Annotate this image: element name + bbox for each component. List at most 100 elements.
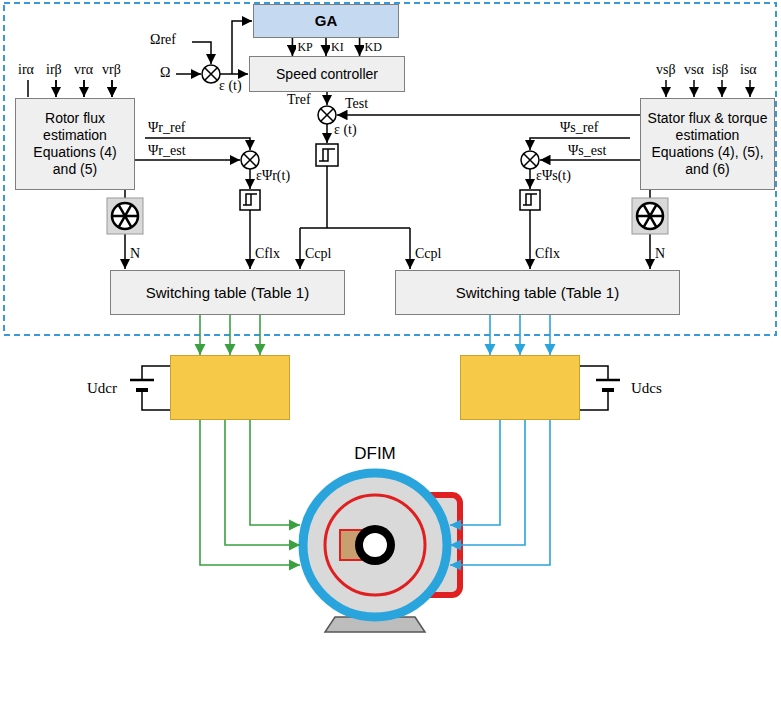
switching-table: Switching table (Table 1) <box>395 270 680 315</box>
signal-label: ε (t) <box>219 78 242 94</box>
signal-wire <box>326 124 328 143</box>
summing-junction <box>205 68 217 80</box>
signal-wire <box>649 234 651 269</box>
gain-label: KI <box>330 40 345 54</box>
signal-label: vsβ <box>656 62 676 78</box>
motor-drawing <box>303 473 447 617</box>
controller-box: Speed controller <box>249 56 405 92</box>
dc-source <box>602 388 614 392</box>
signal-wire <box>749 80 751 97</box>
signal-label: Test <box>345 96 368 112</box>
node-text: GA <box>315 12 338 30</box>
sector-wheel <box>637 203 663 229</box>
signal-wire <box>55 80 57 97</box>
phase-wire <box>549 315 551 355</box>
signal-label: vrα <box>74 62 93 78</box>
node-text: Stator flux & torque estimation Equation… <box>646 110 769 177</box>
phase-wire <box>250 420 300 525</box>
hysteresis-comparator <box>316 144 338 166</box>
gain-label: KD <box>364 40 383 54</box>
connector <box>359 38 361 56</box>
signal-wire <box>249 210 251 269</box>
machine-node: DFIM <box>300 440 450 632</box>
inverter-box: Udcr <box>170 355 290 420</box>
control-region <box>4 3 776 335</box>
signal-label: Ccpl <box>305 246 331 262</box>
switching-table: Switching table (Table 1) <box>110 270 345 315</box>
signal-label: Ψr_ref <box>148 120 186 136</box>
signal-wire <box>111 80 113 97</box>
signal-label: isα <box>740 62 757 78</box>
signal-label: irβ <box>46 62 62 78</box>
hysteresis-comparator <box>240 144 540 210</box>
summing-junction <box>318 106 336 124</box>
signal-wire <box>665 80 667 97</box>
signal-wire <box>529 169 531 189</box>
dc-source <box>130 379 154 382</box>
dc-source <box>136 388 148 392</box>
signal-label: Ψs_est <box>568 143 606 159</box>
connector <box>229 315 231 355</box>
connector <box>519 315 521 355</box>
signal-label: εΨs(t) <box>536 168 571 184</box>
sector-wheel <box>112 203 138 229</box>
signal-wire <box>300 166 410 228</box>
signal-label: Ω <box>160 65 170 81</box>
optimizer-box: GA <box>253 4 399 38</box>
signal-label: vsα <box>684 62 704 78</box>
signal-wire <box>326 92 328 105</box>
sector-wheel <box>107 198 668 234</box>
sector-wheel <box>112 205 138 228</box>
summing-junction <box>521 151 539 169</box>
sector-wheel <box>637 205 663 228</box>
voltage-label: Udcr <box>87 379 117 397</box>
summing-junction <box>241 151 259 169</box>
hysteresis-comparator <box>243 194 257 205</box>
signal-label: Ccpl <box>415 246 441 262</box>
motor-drawing <box>363 533 387 557</box>
motor-drawing <box>355 525 395 565</box>
connector <box>325 38 327 56</box>
signal-label: N <box>655 246 665 262</box>
hysteresis-comparator <box>523 194 537 205</box>
signal-wire <box>249 169 251 189</box>
connector <box>225 420 300 545</box>
node-text: Speed controller <box>276 66 378 83</box>
signal-label: Tref <box>287 92 311 108</box>
signal-wire <box>337 114 640 116</box>
signal-wire <box>28 80 112 97</box>
inverter-box: Udcs <box>460 355 580 420</box>
signal-label: irα <box>18 62 34 78</box>
phase-wire <box>259 315 261 355</box>
signal-wire <box>176 73 201 75</box>
signal-wire <box>135 159 240 161</box>
connector <box>450 420 525 545</box>
summing-junction <box>524 154 536 166</box>
summing-junction <box>321 109 333 121</box>
phase-wire <box>450 420 500 525</box>
signal-wire <box>540 159 640 161</box>
signal-label: ε (t) <box>334 122 357 138</box>
signal-wire <box>693 80 695 97</box>
node-text: Switching table (Table 1) <box>456 284 619 302</box>
gain-label: KP <box>296 40 313 54</box>
hysteresis-comparator <box>240 190 260 210</box>
connector <box>292 38 294 56</box>
phase-wire <box>450 420 550 565</box>
signal-label: Ψs_ref <box>560 120 598 136</box>
hysteresis-comparator <box>319 149 335 161</box>
signal-label: Ψr_est <box>148 143 186 159</box>
sector-wheel <box>632 198 668 234</box>
signal-wire <box>220 73 248 75</box>
phase-wire <box>199 315 201 355</box>
signal-wire <box>83 80 85 97</box>
signal-label: N <box>130 246 140 262</box>
signal-label: Cflx <box>255 246 280 262</box>
signal-wire <box>299 228 301 269</box>
signal-wire <box>409 228 411 269</box>
node-text: DFIM <box>354 444 396 464</box>
summing-junction <box>202 65 220 83</box>
signal-label: vrβ <box>102 62 121 78</box>
voltage-label: Udcs <box>631 379 662 397</box>
